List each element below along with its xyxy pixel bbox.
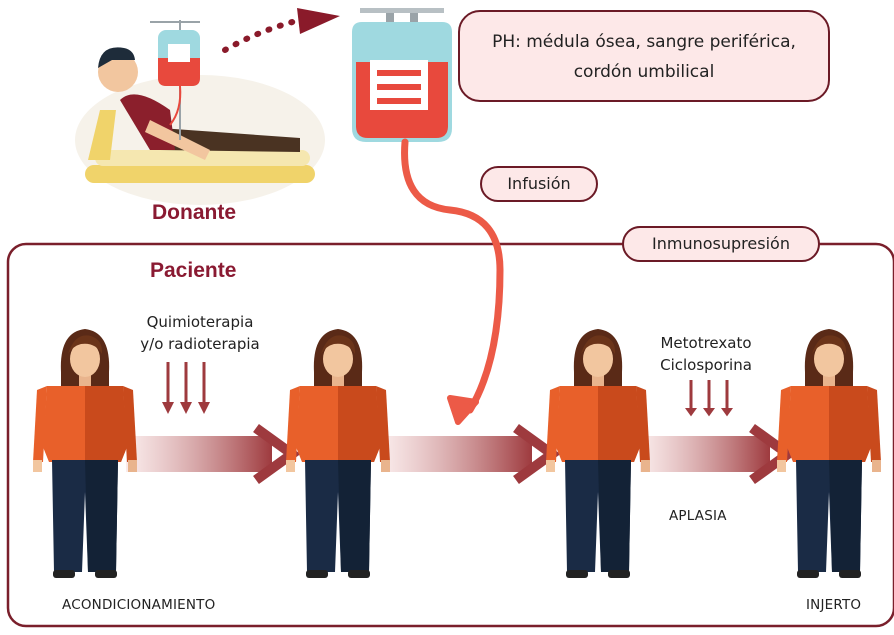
patient-figure-aplasia [546, 329, 650, 578]
sources-note-line2: cordón umbilical [573, 62, 715, 82]
conditioning-therapy-line1: Quimioterapia [146, 313, 254, 331]
infusion-pill: Infusión [480, 166, 598, 202]
patient-label: Paciente [150, 259, 237, 282]
flow-arrow-3 [640, 423, 797, 485]
blood-bag [352, 8, 452, 142]
donor-illustration [75, 20, 325, 205]
therapy-arrows [160, 360, 212, 416]
sources-note: PH: médula ósea, sangre periférica, cord… [458, 10, 830, 102]
drug-arrows [683, 378, 735, 418]
donor-label: Donante [152, 201, 236, 224]
sources-note-line1: PH: médula ósea, sangre periférica, [492, 32, 796, 52]
patient-figure-graft [777, 329, 881, 578]
immunosuppression-pill: Inmunosupresión [622, 226, 820, 262]
conditioning-therapy-line2: y/o radioterapia [140, 335, 260, 353]
drug-methotrexate: Metotrexato [660, 334, 752, 352]
conditioning-therapy-label: Quimioterapia y/o radioterapia [110, 311, 290, 355]
stage-conditioning: ACONDICIONAMIENTO [62, 597, 216, 613]
infusion-arrowhead [447, 395, 479, 425]
flow-arrow-2 [382, 423, 561, 485]
drugs-label: Metotrexato Ciclosporina [636, 332, 776, 376]
patient-figure-infused [286, 329, 390, 578]
drug-cyclosporine: Ciclosporina [660, 356, 752, 374]
infusion-line [401, 138, 504, 414]
stage-graft: INJERTO [806, 597, 862, 613]
patient-frame [6, 242, 894, 628]
stage-aplasia: APLASIA [669, 508, 727, 524]
flow-arrow-1 [126, 423, 301, 485]
patient-figure-conditioning [33, 329, 137, 578]
donation-dotted-arrow [222, 8, 340, 53]
